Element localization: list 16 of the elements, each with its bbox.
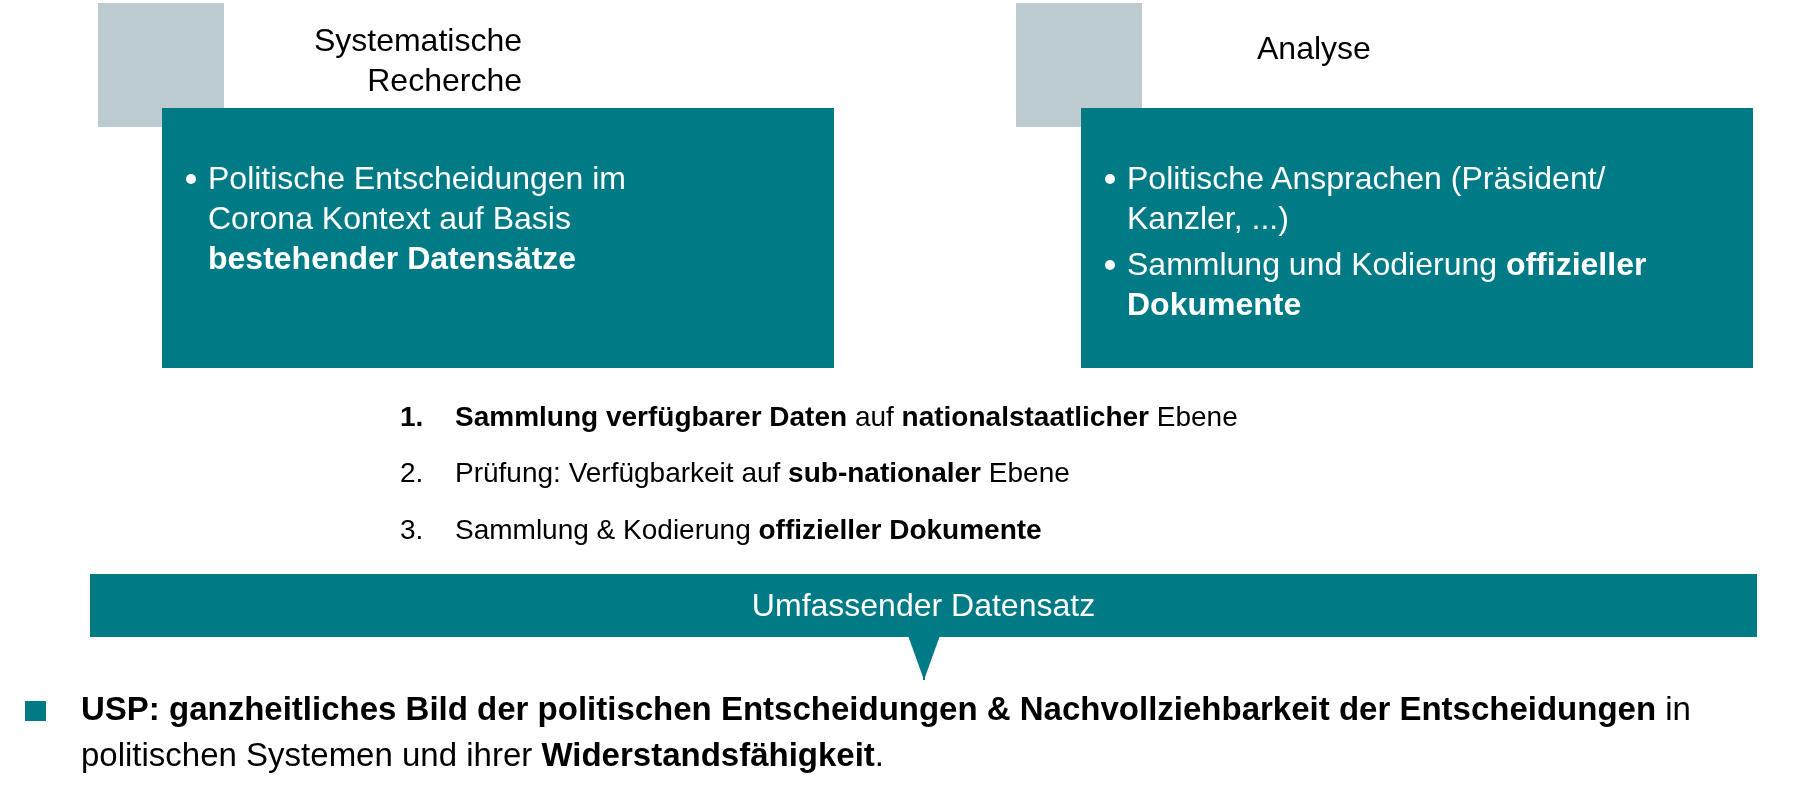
list-number: 1.: [400, 400, 424, 434]
band-label: Umfassender Datensatz: [751, 587, 1096, 624]
list-number: 3.: [400, 513, 424, 547]
bullet-text: Sammlung und Kodierung offizieller Dokumente: [1127, 245, 1648, 324]
statement-text: USP: ganzheitliches Bild der politischen Entscheidungen & Nachvollziehbarkeit der Entscheidungen in politischen Systemen und ihrer Widerstandsfähigkeit.: [81, 690, 1691, 773]
list-item-text: Sammlung verfügbarer Daten auf nationalstaatlicher Ebene: [455, 400, 1238, 434]
bullet-text: Politische Entscheidungen im Corona Kontext auf Basis bestehender Datensätze: [208, 159, 627, 278]
list-item-text: Prüfung: Verfügbarkeit auf sub-nationaler Ebene: [455, 456, 1070, 490]
list-number: 2.: [400, 456, 424, 490]
bullet-text: Politische Ansprachen (Präsident/ Kanzler, ...): [1127, 159, 1607, 238]
list-item-text: Sammlung & Kodierung offizieller Dokumente: [455, 513, 1042, 547]
result-band: [90, 574, 1757, 637]
square-block: [1016, 3, 1142, 127]
section-heading: Systematische Recherche: [312, 21, 522, 100]
square-block: [98, 3, 224, 127]
section-heading: Analyse: [1257, 29, 1372, 68]
